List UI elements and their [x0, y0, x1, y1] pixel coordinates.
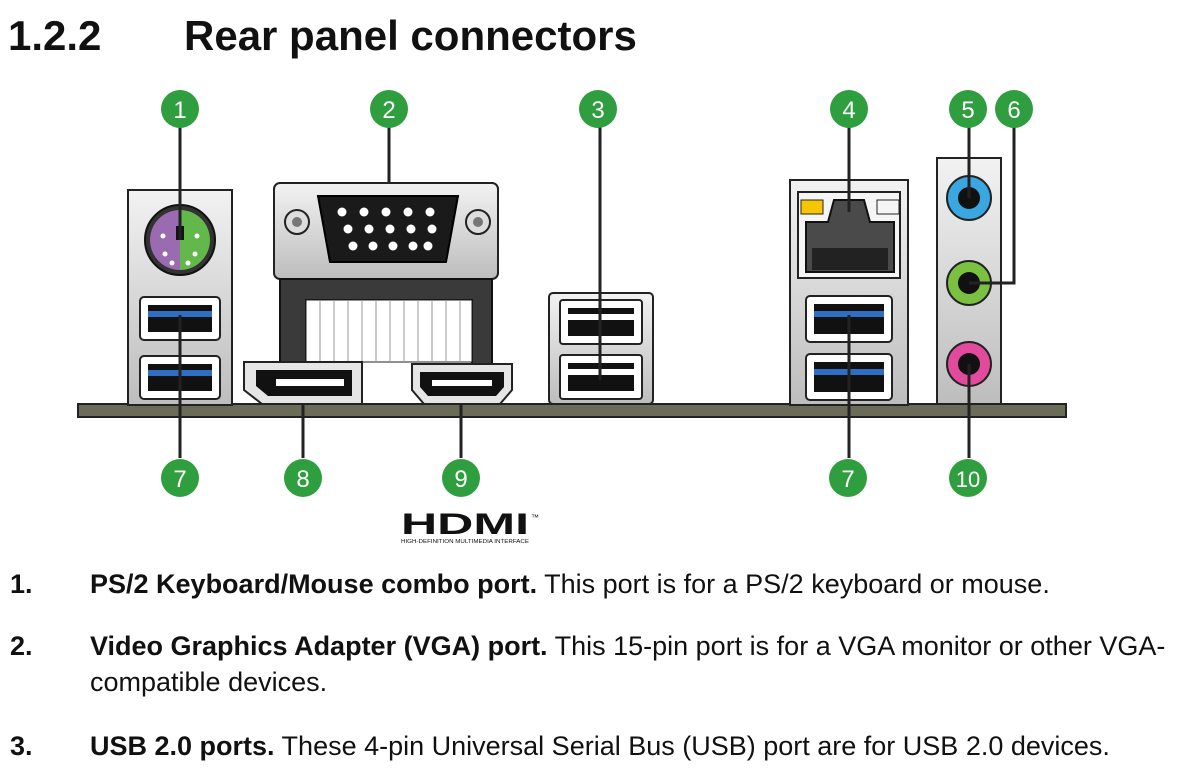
section-title: Rear panel connectors: [184, 12, 637, 59]
callout-8: 8: [284, 459, 322, 497]
vga-display-block: [243, 182, 513, 405]
hdmi-logo: HDMI ™ HIGH-DEFINITION MULTIMEDIA INTERF…: [401, 508, 539, 545]
item-number: 1.: [10, 569, 33, 599]
callout-label: 4: [842, 97, 855, 124]
callout-label: 7: [841, 466, 854, 493]
item-number: 2.: [10, 631, 33, 661]
callout-label: 1: [173, 97, 186, 124]
callout-7-left: 7: [161, 459, 199, 497]
section-number: 1.2.2: [8, 12, 102, 59]
callout-7-right: 7: [829, 459, 867, 497]
callout-label: 3: [591, 97, 604, 124]
callout-6: 6: [995, 90, 1033, 128]
callout-label: 5: [961, 97, 974, 124]
item-description: This 15-pin port is for a VGA monitor or…: [90, 631, 1166, 697]
displayport-port: [243, 361, 363, 405]
item-number: 3.: [10, 731, 33, 761]
item-description: This port is for a PS/2 keyboard or mous…: [537, 569, 1050, 599]
item-heading: USB 2.0 ports.: [90, 731, 275, 761]
callout-label: 8: [296, 466, 309, 493]
vga-port: [284, 195, 491, 263]
callout-5: 5: [949, 90, 987, 128]
section-heading: 1.2.2 Rear panel connectors: [8, 12, 1188, 68]
callout-9: 9: [442, 459, 480, 497]
hdmi-port: [411, 363, 513, 405]
rear-panel-diagram: 1 2 3 4 5 6 7 8 9 7 10 HDMI ™ HIGH-DEFIN…: [77, 90, 1067, 545]
callout-label: 2: [382, 97, 395, 124]
hdmi-logo-trademark: ™: [531, 513, 539, 522]
callout-label: 7: [173, 466, 186, 493]
hdmi-logo-tagline: HIGH-DEFINITION MULTIMEDIA INTERFACE: [401, 539, 530, 545]
item-heading: PS/2 Keyboard/Mouse combo port.: [90, 569, 538, 599]
callout-4: 4: [830, 90, 868, 128]
callout-3: 3: [579, 90, 617, 128]
callout-label: 9: [454, 466, 467, 493]
item-heading: Video Graphics Adapter (VGA) port.: [90, 631, 548, 661]
callout-10: 10: [949, 459, 987, 497]
callout-1: 1: [161, 90, 199, 128]
callout-2: 2: [370, 90, 408, 128]
item-description: These 4-pin Universal Serial Bus (USB) p…: [274, 731, 1110, 761]
callout-label: 10: [956, 467, 980, 492]
hdmi-logo-text: HDMI: [401, 508, 529, 541]
leader-lines: [178, 127, 1016, 458]
callout-label: 6: [1007, 97, 1020, 124]
